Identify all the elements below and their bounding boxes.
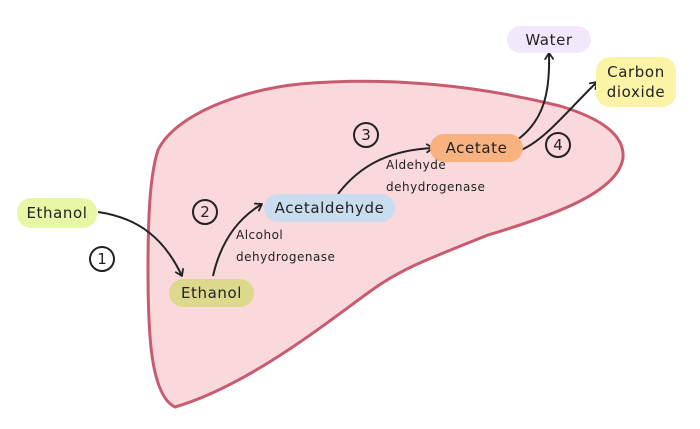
step-2-marker: 2 [192, 199, 218, 225]
ethanol-inside-label: Ethanol [180, 284, 243, 302]
water-node: Water [507, 26, 591, 53]
step-3-number: 3 [361, 126, 371, 144]
arrow-acetaldehyde-to-acetate [337, 143, 434, 195]
alcohol-dehydrogenase-line1: Alcohol [236, 228, 284, 242]
carbon-dioxide-label-line2: dioxide [606, 83, 666, 101]
aldehyde-dehydrogenase-line2: dehydrogenase [386, 180, 486, 194]
carbon-dioxide-label-line1: Carbon [607, 63, 665, 81]
ethanol-inside-node: Ethanol [169, 279, 254, 307]
arrow-acetate-to-water [516, 52, 555, 141]
step-2-number: 2 [200, 203, 210, 221]
carbon-dioxide-node: Carbon dioxide [596, 57, 676, 107]
aldehyde-dehydrogenase-line1: Aldehyde [386, 158, 447, 172]
ethanol-outside-label: Ethanol [26, 204, 88, 222]
ethanol-outside-node: Ethanol [17, 198, 97, 228]
liver-shape [146, 79, 625, 409]
aldehyde-dehydrogenase-note: Aldehyde dehydrogenase [386, 154, 485, 198]
acetate-node: Acetate [430, 134, 523, 162]
arrow-ethanol-to-acetaldehyde [212, 202, 263, 277]
step-4-number: 4 [553, 136, 563, 154]
arrow-acetate-to-carbon-dioxide [520, 81, 598, 151]
arrow-ethanol-into-liver [97, 211, 184, 277]
alcohol-dehydrogenase-line2: dehydrogenase [236, 250, 336, 264]
step-4-marker: 4 [545, 132, 571, 158]
water-label: Water [525, 30, 573, 49]
alcohol-dehydrogenase-note: Alcohol dehydrogenase [236, 224, 335, 268]
step-1-marker: 1 [89, 246, 115, 272]
step-1-number: 1 [97, 250, 107, 268]
acetaldehyde-label: Acetaldehyde [274, 199, 385, 217]
acetaldehyde-node: Acetaldehyde [264, 194, 395, 222]
step-3-marker: 3 [353, 122, 379, 148]
acetate-label: Acetate [445, 139, 508, 157]
